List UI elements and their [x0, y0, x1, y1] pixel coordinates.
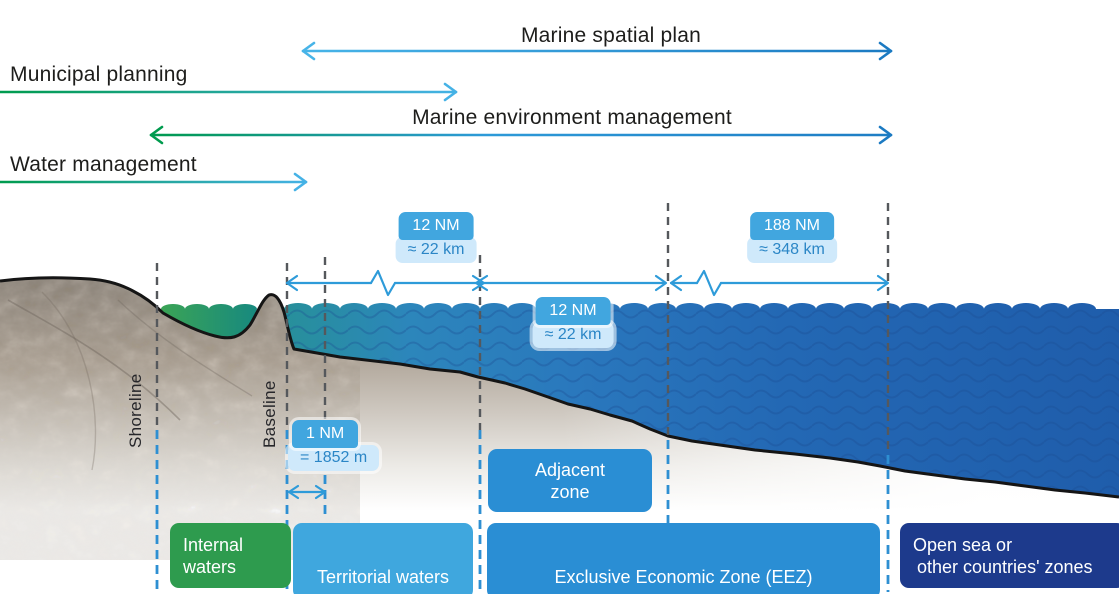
shoreline-label: Shoreline: [126, 373, 145, 448]
zone-open-sea-line1: Open sea or: [913, 534, 1013, 555]
nautical-mile-value: 1 NM: [292, 420, 359, 448]
zone-eez-label: Exclusive Economic Zone (EEZ): [554, 567, 813, 587]
territorial-distance-approx: ≈ 22 km: [395, 237, 477, 263]
zone-internal-line1: Internal: [183, 534, 244, 555]
baseline-label: Baseline: [260, 380, 279, 448]
zone-internal-line2: waters: [183, 556, 237, 577]
nautical-mile-approx: = 1852 m: [288, 445, 380, 471]
zone-adjacent: Adjacent zone: [488, 449, 652, 512]
internal-waters-water: [161, 304, 257, 338]
distance-measure-line: [285, 269, 890, 297]
sea-wave-texture: [284, 303, 1119, 497]
rock-texture: [0, 277, 360, 560]
eez-inner-distance-badge: 12 NM ≈ 22 km: [532, 297, 614, 348]
water-management-label: Water management: [10, 153, 197, 176]
zone-adjacent-line1: Adjacent: [534, 459, 606, 480]
eez-outer-distance-badge: 188 NM ≈ 348 km: [747, 212, 837, 263]
marine-environment-label: Marine environment management: [412, 106, 732, 129]
zone-territorial-label: Territorial waters: [316, 567, 450, 587]
coast-outline: [0, 276, 1119, 499]
zone-internal-waters: Internal waters: [170, 523, 291, 588]
zone-open-sea: Open sea or other countries' zones: [900, 523, 1119, 588]
zone-eez: Exclusive Economic Zone (EEZ): [487, 523, 880, 594]
eez-outer-distance-value: 188 NM: [749, 212, 835, 240]
zone-open-sea-line2: other countries' zones: [917, 556, 1093, 577]
zone-adjacent-line2: zone: [550, 481, 590, 502]
marine-spatial-plan-label: Marine spatial plan: [520, 24, 702, 47]
eez-inner-distance-value: 12 NM: [535, 297, 611, 325]
eez-inner-distance-approx: ≈ 22 km: [532, 322, 614, 348]
territorial-distance-value: 12 NM: [398, 212, 474, 240]
territorial-distance-badge: 12 NM ≈ 22 km: [395, 212, 477, 263]
municipal-planning-label: Municipal planning: [10, 63, 188, 86]
nautical-mile-badge: 1 NM = 1852 m: [288, 420, 380, 471]
zone-territorial-waters: Territorial waters: [293, 523, 473, 594]
eez-outer-distance-approx: ≈ 348 km: [747, 237, 837, 263]
plan-arrows: [0, 41, 893, 192]
one-nm-arrow: [287, 484, 327, 500]
